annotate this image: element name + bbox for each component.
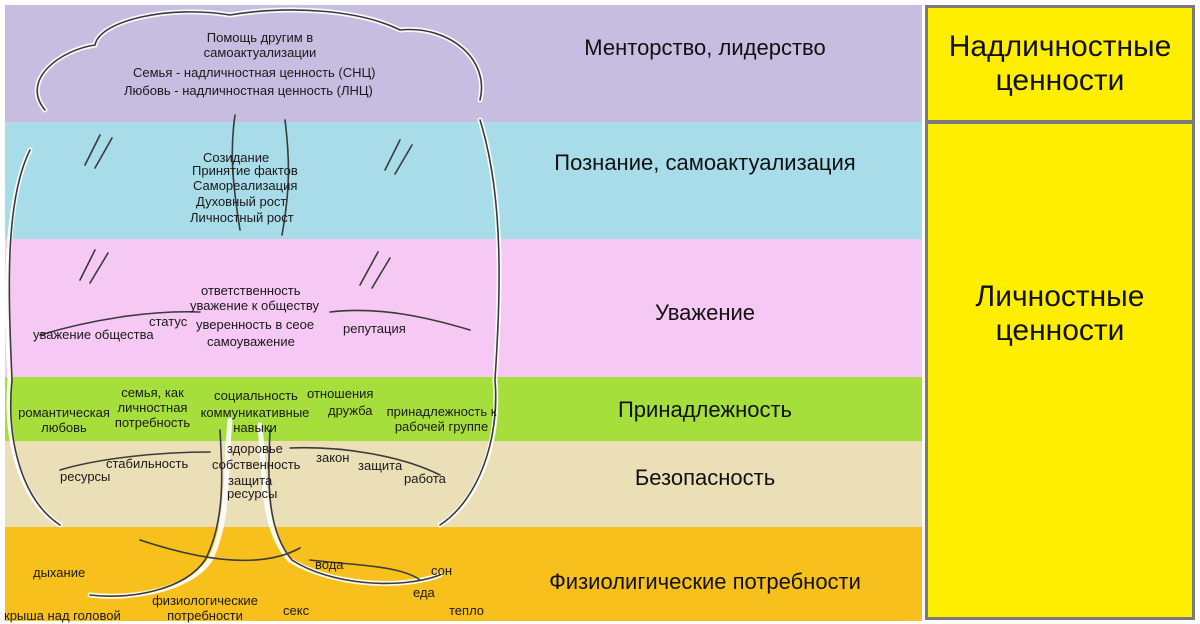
band-mentorship: Менторство, лидерство	[5, 5, 922, 122]
value-friendship: дружба	[328, 403, 373, 418]
band-label: Принадлежность	[617, 397, 793, 422]
value-love: Любовь - надличностная ценность (ЛНЦ)	[124, 83, 373, 98]
value-help-others: Помощь другим в самоактуализации	[203, 30, 317, 60]
band-safety: Безопасность	[5, 441, 922, 527]
value-shelter: крыша над головой	[4, 608, 121, 623]
band-label: Физиолигические потребности	[549, 569, 861, 594]
value-accepting-facts: Принятие фактов	[192, 163, 298, 178]
band-label: Безопасность	[634, 465, 776, 490]
value-resources-left: ресурсы	[60, 469, 111, 484]
band-label: Менторство, лидерство	[584, 35, 826, 60]
value-resources: ресурсы	[227, 486, 278, 501]
band-cognition: Познание, самоактуализация	[5, 122, 922, 239]
value-sociality: социальность	[214, 388, 298, 403]
value-warmth: тепло	[449, 603, 485, 618]
value-status: статус	[149, 314, 188, 329]
value-work-group-belonging: принадлежность к рабочей группе	[386, 404, 497, 434]
value-self-realization: Самореализация	[193, 178, 298, 193]
value-sleep: сон	[431, 563, 453, 578]
value-romantic-love: романтическая любовь	[18, 405, 110, 435]
side-label-transpersonal: Надличностные ценности	[948, 30, 1172, 97]
value-health: здоровье	[227, 441, 283, 456]
band-esteem: Уважение	[5, 239, 922, 377]
value-communication-skills: коммуникативные навыки	[200, 405, 310, 435]
value-responsibility: ответственность	[201, 283, 301, 298]
value-self-respect: самоуважение	[207, 334, 295, 349]
value-personal-growth: Личностный рост	[190, 210, 294, 225]
value-property: собственность	[212, 457, 301, 472]
value-reputation: репутация	[343, 321, 406, 336]
value-water: вода	[315, 557, 344, 572]
side-label-personal: Личностные ценности	[975, 280, 1145, 347]
value-protection-right: защита	[358, 458, 403, 473]
value-physiological-needs: физиологические потребности	[152, 593, 258, 623]
value-breathing: дыхание	[33, 565, 86, 580]
band-label: Познание, самоактуализация	[554, 150, 856, 175]
value-family-personal-need: семья, как личностная потребность	[114, 385, 191, 430]
value-food: еда	[413, 585, 435, 600]
value-society-respect: уважение общества	[33, 327, 154, 342]
value-self-confidence: уверенность в сеое	[196, 317, 315, 332]
value-relationships: отношения	[307, 386, 374, 401]
value-creation: Созидание	[203, 150, 270, 165]
value-spiritual-growth: Духовный рост	[196, 194, 287, 209]
band-label: Уважение	[654, 300, 756, 325]
value-work: работа	[404, 471, 446, 486]
value-stability: стабильность	[106, 456, 189, 471]
value-family: Семья - надличностная ценность (СНЦ)	[133, 65, 376, 80]
side-transpersonal: Надличностные ценности	[925, 5, 1195, 123]
value-sex: секс	[283, 603, 310, 618]
value-law: закон	[316, 450, 350, 465]
value-respect-society: уважение к обществу	[190, 298, 320, 313]
side-personal: Личностные ценности	[925, 121, 1195, 620]
value-protection: защита	[228, 473, 273, 488]
